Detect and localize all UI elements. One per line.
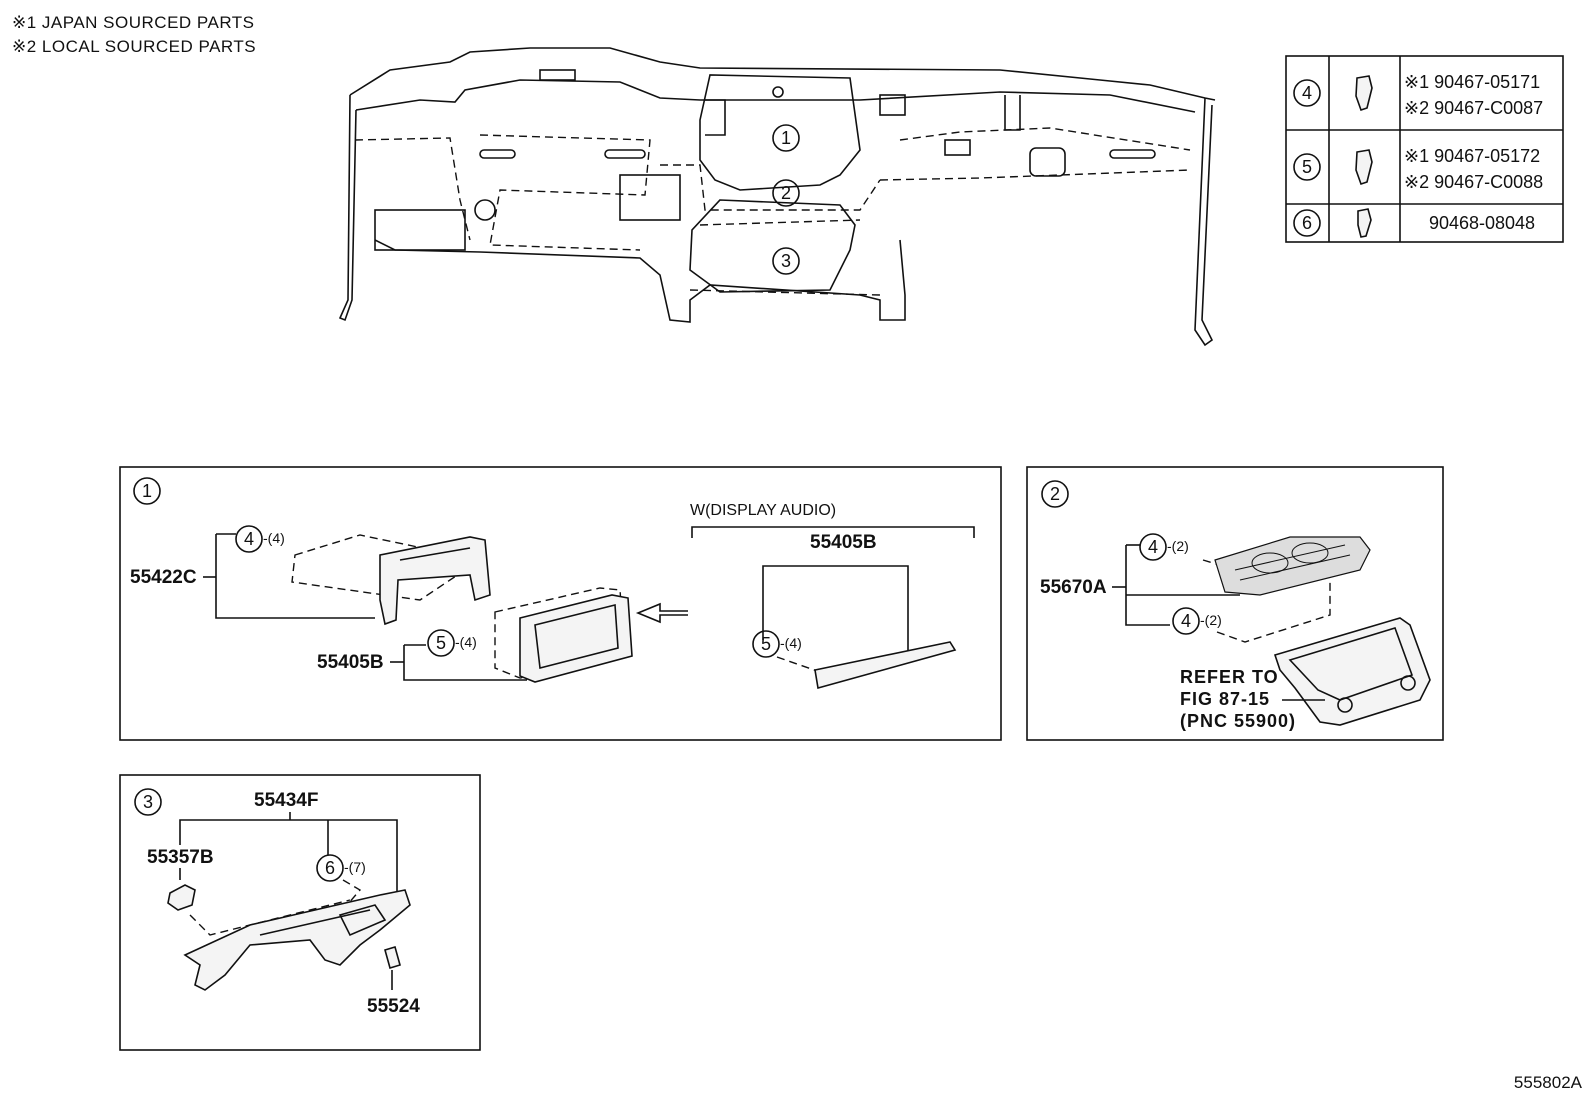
- svg-text:6: 6: [1302, 213, 1312, 233]
- part-55422c[interactable]: 55422C: [130, 533, 375, 619]
- bezel-55900: [1273, 617, 1431, 726]
- svg-text:REFER TO: REFER TO: [1180, 667, 1279, 687]
- clip-6-callout[interactable]: 6 -(7): [316, 854, 366, 882]
- dash-callout-2[interactable]: 2: [772, 179, 800, 207]
- svg-text:※2 90467-C0088: ※2 90467-C0088: [1404, 172, 1543, 192]
- svg-text:※1 90467-05172: ※1 90467-05172: [1404, 146, 1540, 166]
- clip-55524: [384, 945, 401, 970]
- svg-text:55434F: 55434F: [254, 790, 318, 811]
- dash-callout-1[interactable]: 1: [772, 124, 800, 152]
- svg-text:4: 4: [1148, 537, 1158, 557]
- svg-text:1: 1: [781, 128, 791, 148]
- clip-6-icon: [1357, 208, 1372, 238]
- svg-text:-(4): -(4): [780, 635, 802, 651]
- svg-text:90468-08048: 90468-08048: [1429, 213, 1535, 233]
- svg-text:55524: 55524: [367, 996, 420, 1017]
- svg-text:55405B: 55405B: [810, 532, 877, 553]
- svg-text:4: 4: [1181, 611, 1191, 631]
- fastener-table: 4 ※1 90467-05171 ※2 90467-C0087 5 ※1 904…: [1285, 55, 1564, 243]
- svg-text:6: 6: [325, 858, 335, 878]
- part-55357b[interactable]: 55357B: [147, 847, 214, 880]
- svg-text:-(4): -(4): [263, 530, 285, 546]
- part-55670a[interactable]: 55670A: [1040, 544, 1240, 626]
- panel-2: 2 55670A 4 -(2) 4 -(2): [1026, 466, 1444, 741]
- lower-panel-55434f: [183, 889, 411, 991]
- panel-1-number: 1: [142, 481, 152, 501]
- clip-5-callout[interactable]: 5 -(4): [427, 629, 477, 657]
- svg-text:※1 90467-05171: ※1 90467-05171: [1404, 72, 1540, 92]
- trim-strip-55405b: [814, 641, 957, 690]
- svg-text:FIG 87-15: FIG 87-15: [1180, 689, 1270, 709]
- clip-4-callout[interactable]: 4 -(4): [235, 525, 285, 553]
- variant-label: W(DISPLAY AUDIO): [690, 502, 836, 519]
- clip-4a-callout[interactable]: 4 -(2): [1139, 533, 1189, 561]
- panel-1: 1 55422C 4 -(4) 55405B 5 -(4): [119, 466, 1002, 741]
- svg-text:-(2): -(2): [1200, 612, 1222, 628]
- instrument-panel-overview: [338, 47, 1216, 347]
- direction-arrow-icon: [635, 602, 688, 624]
- panel-3: 3 55434F 55357B 6 -(7) 55524: [119, 774, 481, 1051]
- svg-text:4: 4: [1302, 83, 1312, 103]
- fastener-row-4[interactable]: 4 ※1 90467-05171 ※2 90467-C0087: [1293, 72, 1543, 118]
- part-55405b[interactable]: 55405B: [317, 644, 527, 681]
- part-55405b-variant[interactable]: 55405B: [762, 532, 909, 655]
- clip-5b-callout[interactable]: 5 -(4): [752, 630, 802, 658]
- note-local-sourced: ※2 LOCAL SOURCED PARTS: [12, 37, 257, 56]
- fastener-row-5[interactable]: 5 ※1 90467-05172 ※2 90467-C0088: [1293, 146, 1543, 192]
- bracket-55422c: [379, 536, 491, 626]
- svg-text:-(7): -(7): [344, 859, 366, 875]
- part-55434f[interactable]: 55434F: [179, 790, 398, 900]
- clip-55357b: [167, 884, 196, 911]
- svg-text:5: 5: [436, 633, 446, 653]
- svg-text:4: 4: [244, 529, 254, 549]
- note-japan-sourced: ※1 JAPAN SOURCED PARTS: [12, 13, 255, 32]
- svg-text:(PNC 55900): (PNC 55900): [1180, 711, 1296, 731]
- svg-text:5: 5: [761, 634, 771, 654]
- clip-4b-callout[interactable]: 4 -(2): [1172, 607, 1222, 635]
- frame-55405b: [519, 594, 633, 683]
- svg-text:2: 2: [781, 183, 791, 203]
- panel-2-number: 2: [1050, 484, 1060, 504]
- fastener-row-6[interactable]: 6 90468-08048: [1293, 208, 1535, 238]
- svg-text:-(4): -(4): [455, 634, 477, 650]
- part-55524[interactable]: 55524: [367, 970, 420, 1017]
- control-unit-55670a: [1214, 536, 1371, 596]
- clip-5-icon: [1355, 149, 1373, 186]
- svg-text:3: 3: [781, 251, 791, 271]
- svg-text:-(2): -(2): [1167, 538, 1189, 554]
- svg-text:55405B: 55405B: [317, 652, 384, 673]
- svg-text:※2 90467-C0087: ※2 90467-C0087: [1404, 98, 1543, 118]
- dash-callout-3[interactable]: 3: [772, 247, 800, 275]
- refer-note: REFER TO FIG 87-15 (PNC 55900): [1180, 667, 1296, 731]
- svg-text:55670A: 55670A: [1040, 577, 1107, 598]
- panel-3-number: 3: [143, 792, 153, 812]
- svg-text:55422C: 55422C: [130, 567, 197, 588]
- clip-4-icon: [1355, 75, 1373, 112]
- svg-text:55357B: 55357B: [147, 847, 214, 868]
- illustration-number: 555802A: [1513, 1073, 1582, 1092]
- svg-text:5: 5: [1302, 157, 1312, 177]
